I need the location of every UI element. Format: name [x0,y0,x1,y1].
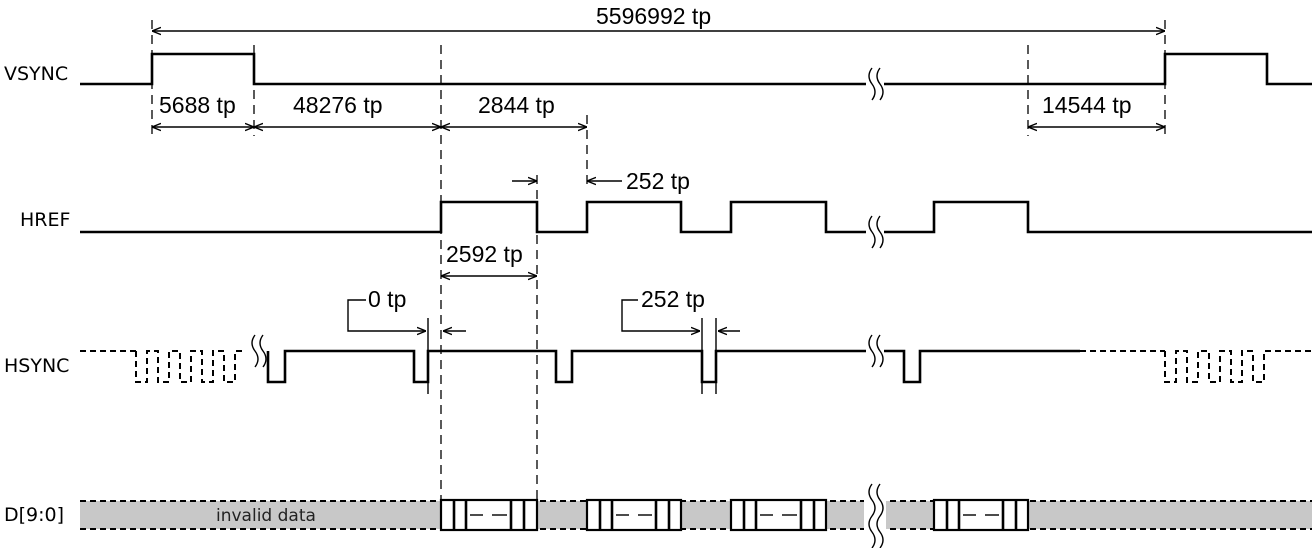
break-symbol [868,334,884,368]
hsync-label: HSYNC [4,355,69,377]
invalid-data-label: invalid data [216,506,316,526]
measurement-arrows [152,31,1165,394]
data-bus-label: D[9:0] [4,504,64,526]
vsync-label: VSYNC [4,63,68,85]
hsync-waveform [80,334,1312,384]
line-period-label: 2844 tp [478,92,555,118]
data-burst [585,498,683,532]
vsync-waveform [80,52,1312,101]
href-active-label: 2592 tp [446,241,523,267]
data-burst [729,498,828,532]
hsync-offset-leader [347,299,426,331]
data-burst [932,498,1030,532]
href-waveform [80,200,1312,249]
break-symbol [868,215,884,249]
hsync-to-href-label: 252 tp [641,286,705,312]
break-symbol [868,483,884,548]
data-bus: invalid data [80,483,1312,548]
hsync-offset-label: 0 tp [368,286,406,312]
last-href-to-vsync-label: 14544 tp [1042,92,1132,118]
frame-period-label: 5596992 tp [596,3,711,29]
break-symbol [251,334,267,368]
data-burst [439,498,539,532]
href-label: HREF [20,209,70,231]
break-symbol [868,67,884,101]
invalid-data-region [80,501,1312,529]
hsync-to-href-leader [621,299,700,331]
vsync-pulse-label: 5688 tp [159,92,236,118]
href-blank-label: 252 tp [626,168,690,194]
vsync-to-href-label: 48276 tp [293,92,383,118]
